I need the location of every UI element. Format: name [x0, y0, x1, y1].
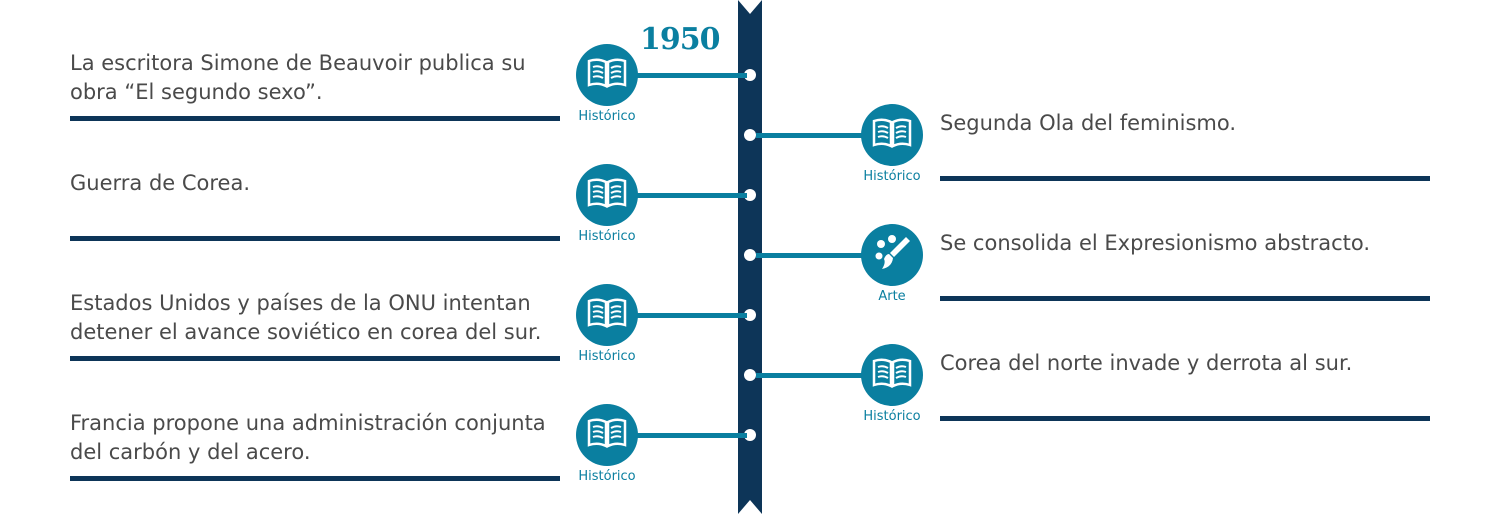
- category-badge[interactable]: [576, 164, 638, 226]
- event-underline: [940, 296, 1430, 301]
- connector-line: [756, 253, 866, 258]
- category-label: Histórico: [863, 169, 921, 184]
- category-badge[interactable]: [576, 44, 638, 106]
- event-underline: [940, 416, 1430, 421]
- book-icon: [872, 357, 912, 393]
- event-underline: [70, 476, 560, 481]
- event-text: Guerra de Corea.: [70, 171, 251, 195]
- timeline-dot: [744, 429, 756, 441]
- connector-line: [637, 193, 747, 198]
- timeline-dot: [744, 189, 756, 201]
- event-text: Se consolida el Expresionismo abstracto.: [940, 231, 1371, 255]
- timeline-dot: [744, 129, 756, 141]
- book-icon: [587, 57, 627, 93]
- event-text: La escritora Simone de Beauvoir publica …: [70, 51, 526, 104]
- event-underline: [940, 176, 1430, 181]
- connector-line: [756, 133, 866, 138]
- book-icon: [872, 117, 912, 153]
- category-label: Histórico: [578, 469, 636, 484]
- category-label: Histórico: [578, 109, 636, 124]
- connector-line: [637, 433, 747, 438]
- timeline-dot: [744, 69, 756, 81]
- event-underline: [70, 356, 560, 361]
- book-icon: [587, 177, 627, 213]
- event-text: Segunda Ola del feminismo.: [940, 111, 1237, 135]
- event-underline: [70, 236, 560, 241]
- timeline-dot: [744, 369, 756, 381]
- category-badge[interactable]: [861, 344, 923, 406]
- category-label: Histórico: [863, 409, 921, 424]
- category-badge[interactable]: [861, 104, 923, 166]
- event-text: Francia propone una administración conju…: [70, 411, 546, 464]
- event-text: Corea del norte invade y derrota al sur.: [940, 351, 1353, 375]
- category-label: Histórico: [578, 229, 636, 244]
- timeline-dot: [744, 309, 756, 321]
- palette-icon: [872, 233, 912, 277]
- connector-line: [756, 373, 866, 378]
- connector-line: [637, 313, 747, 318]
- book-icon: [587, 417, 627, 453]
- book-icon: [587, 297, 627, 333]
- event-underline: [70, 116, 560, 121]
- category-badge[interactable]: [861, 224, 923, 286]
- category-label: Arte: [878, 289, 906, 304]
- timeline-dot: [744, 249, 756, 261]
- connector-line: [637, 73, 747, 78]
- category-badge[interactable]: [576, 284, 638, 346]
- event-text: Estados Unidos y países de la ONU intent…: [70, 291, 542, 344]
- category-label: Histórico: [578, 349, 636, 364]
- year-label: 1950: [640, 22, 720, 57]
- category-badge[interactable]: [576, 404, 638, 466]
